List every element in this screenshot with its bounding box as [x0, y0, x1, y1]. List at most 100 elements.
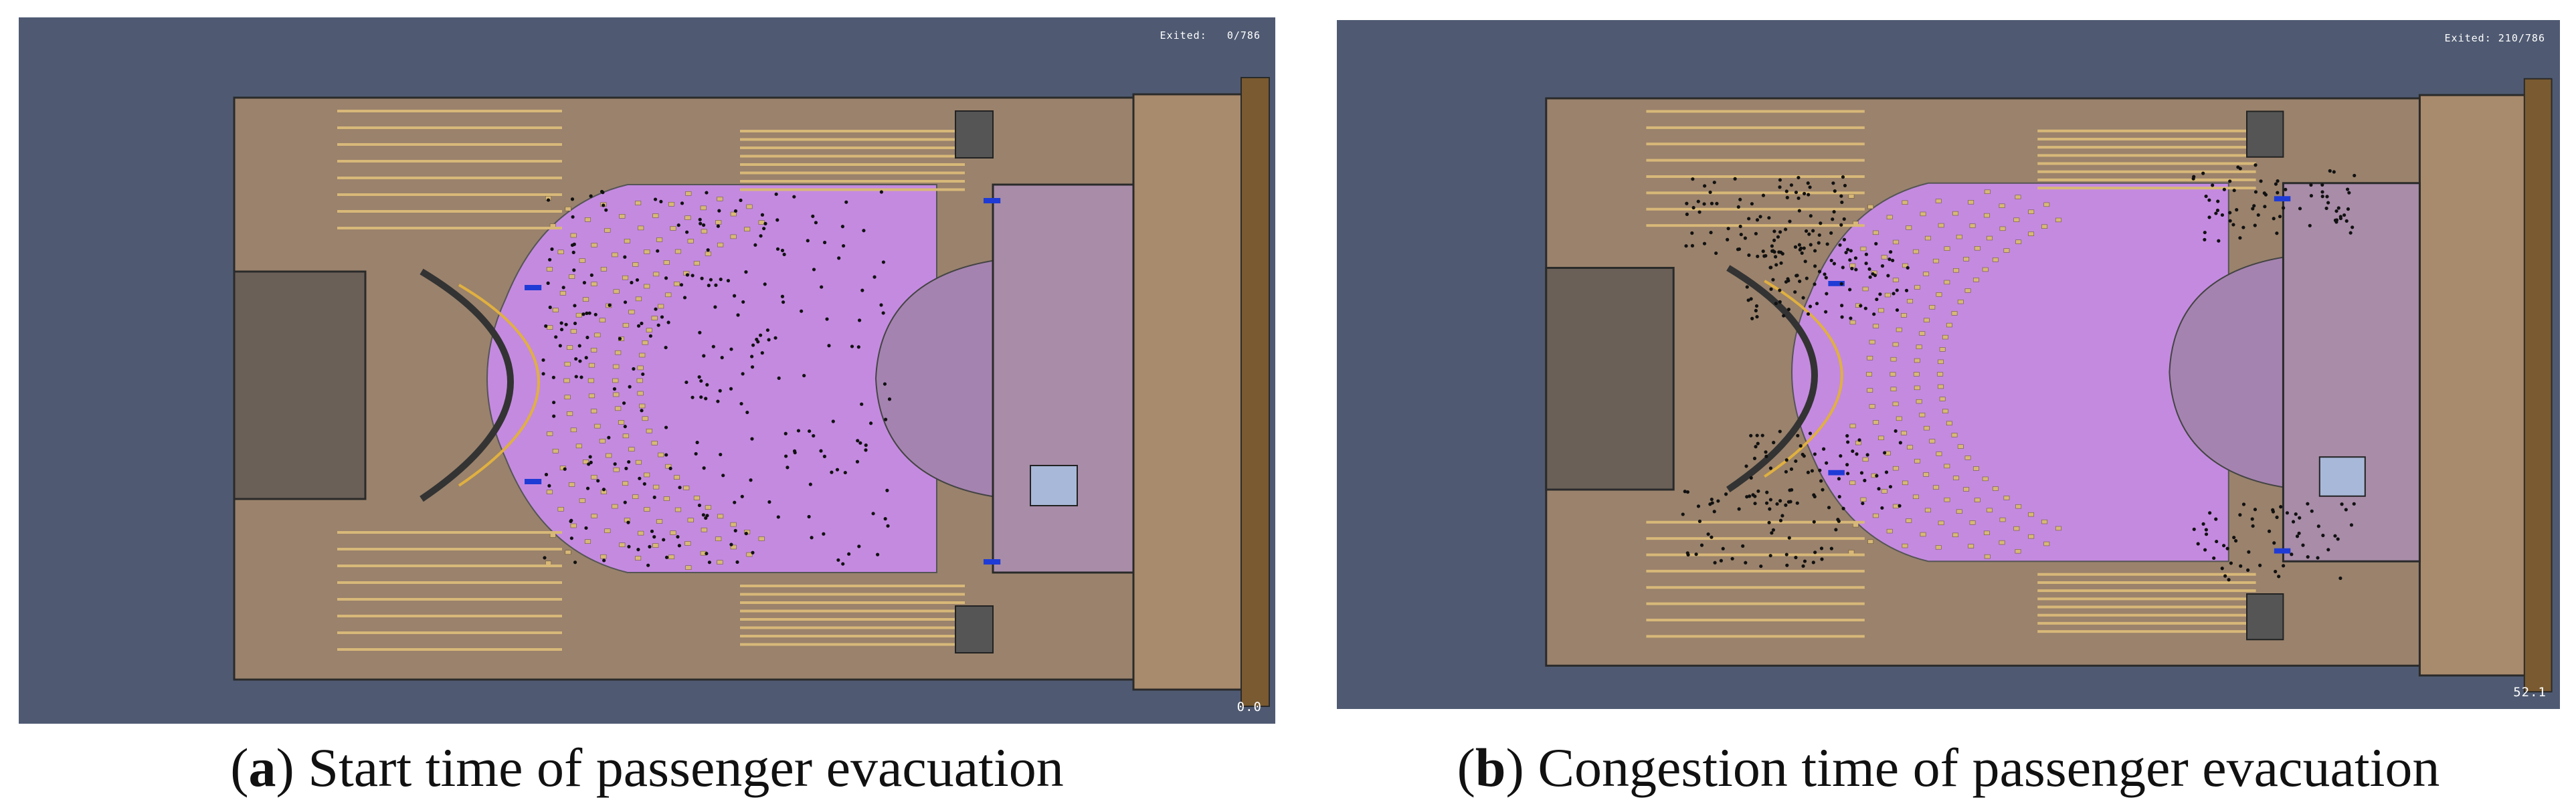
occupant — [822, 240, 827, 245]
seat — [600, 267, 607, 272]
occupant — [1681, 512, 1685, 516]
seat — [715, 220, 722, 225]
occupant — [844, 200, 848, 204]
occupant — [664, 453, 668, 457]
occupant — [676, 223, 680, 227]
occupant — [2349, 523, 2354, 527]
occupant — [1775, 502, 1779, 506]
occupant — [2275, 231, 2279, 235]
seat — [1886, 528, 1893, 534]
exited-value: 210/786 — [2498, 32, 2545, 44]
seat — [1901, 313, 1907, 318]
occupant — [1875, 297, 1879, 302]
occupant — [582, 281, 587, 285]
occupant — [1726, 227, 1730, 231]
seat — [746, 552, 753, 557]
seat — [1964, 288, 1971, 293]
seat — [670, 226, 676, 231]
seat — [642, 340, 648, 345]
occupant — [551, 375, 556, 379]
occupant — [814, 221, 818, 225]
occupant — [636, 548, 640, 552]
occupant — [1780, 514, 1784, 518]
occupant — [1853, 256, 1858, 260]
seat — [637, 391, 644, 396]
seat — [1982, 267, 1989, 272]
exit-marker — [525, 285, 542, 290]
occupant — [1709, 231, 1713, 235]
seat — [612, 252, 618, 258]
occupant — [2227, 578, 2231, 582]
occupant — [2306, 555, 2310, 559]
occupant — [638, 476, 642, 480]
occupant — [604, 208, 608, 212]
exited-counter: Exited: 210/786 — [2445, 32, 2545, 44]
seat — [646, 428, 652, 433]
occupant — [1768, 554, 1772, 558]
seat — [684, 215, 691, 220]
occupant — [570, 197, 575, 201]
occupant — [1818, 468, 1822, 472]
occupant — [641, 372, 645, 377]
occupant — [635, 278, 640, 282]
seat — [1866, 372, 1872, 377]
caption-b: (b) Congestion time of passenger evacuat… — [1457, 737, 2440, 798]
occupant — [1838, 243, 1842, 247]
seat — [565, 550, 571, 555]
occupant — [607, 435, 611, 439]
occupant — [2282, 206, 2286, 210]
occupant — [781, 300, 786, 304]
occupant — [1837, 519, 1841, 523]
seat — [552, 449, 559, 453]
seat — [1867, 539, 1873, 544]
seat — [545, 561, 552, 566]
occupant — [705, 383, 709, 387]
occupant — [2215, 539, 2219, 544]
occupant — [760, 213, 765, 217]
occupant — [2253, 163, 2258, 167]
occupant — [763, 282, 767, 286]
occupant — [680, 201, 684, 205]
occupant — [765, 328, 770, 332]
occupant — [2342, 213, 2347, 217]
seat — [642, 416, 648, 421]
seat — [1982, 476, 1989, 482]
seat — [549, 533, 556, 538]
occupant — [2232, 535, 2236, 540]
seat — [1935, 545, 1942, 550]
occupant — [822, 532, 826, 536]
occupant — [2336, 537, 2340, 541]
occupant — [1726, 237, 1730, 241]
seat — [2028, 231, 2034, 236]
seat — [1969, 520, 1976, 525]
occupant — [864, 443, 868, 447]
seat — [1993, 258, 1999, 262]
occupant — [2279, 505, 2283, 509]
occupant — [698, 217, 702, 221]
lobby-wall — [420, 268, 514, 502]
seat — [564, 395, 571, 400]
seat — [1944, 280, 1950, 285]
occupant — [810, 536, 814, 540]
seat — [618, 420, 625, 425]
occupant — [1716, 499, 1720, 503]
occupant — [589, 460, 593, 465]
occupant — [1745, 495, 1749, 499]
occupant — [613, 462, 617, 466]
occupant — [574, 357, 578, 361]
occupant — [876, 552, 880, 556]
occupant — [1788, 219, 1792, 223]
occupant — [2344, 219, 2349, 223]
caption-text: Start time of passenger evacuation — [294, 737, 1064, 798]
occupant — [1697, 519, 1702, 523]
occupant — [1840, 304, 1844, 308]
seat — [684, 541, 691, 546]
occupant — [2320, 195, 2324, 199]
seat — [653, 484, 660, 490]
stage-floor — [1791, 182, 2229, 563]
seat — [674, 475, 680, 480]
seat — [717, 560, 723, 565]
occupant — [569, 519, 573, 524]
occupant — [1829, 546, 1833, 550]
occupant — [701, 513, 705, 517]
